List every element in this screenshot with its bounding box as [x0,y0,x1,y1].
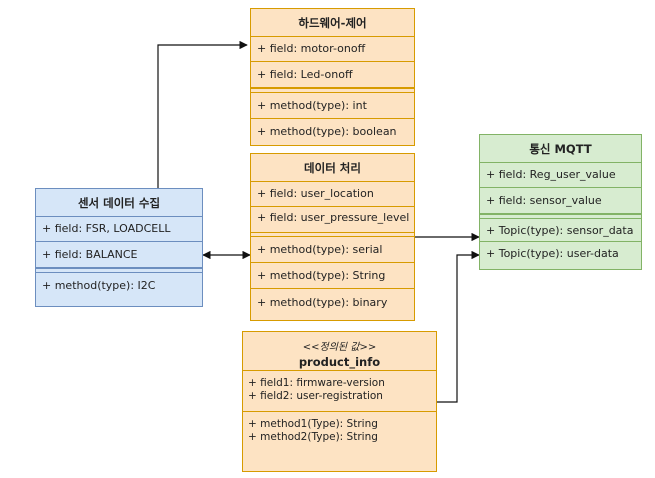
method-row: + method(type): serial [251,237,414,263]
method-row: + method(type): boolean [257,125,397,138]
field-row: + field: user_location [251,181,414,207]
field-row: + field: FSR, LOADCELL [36,216,202,242]
class-title: 데이터 처리 [251,154,414,182]
method-row: + method(type): binary [257,296,388,309]
connector-product-info-to-mqtt [437,250,480,403]
clipped-field-container: + field: user_pressure_level [251,207,414,232]
field-line: + field1: firmware-version [248,377,385,389]
method-row: + method(type): String [251,263,414,289]
class-title: product_info [298,355,381,369]
method-row: + Topic(type): user-data [486,247,619,260]
divider [243,411,436,412]
stereotype-label: <<정의된 값>> [302,342,377,353]
class-title: 하드웨어-제어 [251,9,414,37]
field-row: + field: Reg_user_value [480,162,641,188]
field-row: + field: user_pressure_level [257,211,410,224]
separator [480,214,641,219]
method-line: + method1(Type): String [248,418,378,430]
method-line: + method2(Type): String [248,431,378,443]
field-row: + field: Led-onoff [251,62,414,88]
connector-sensor-to-hardware [157,40,248,188]
separator [36,268,202,273]
class-title: 통신 MQTT [480,135,641,163]
class-sensor-data-collection[interactable]: 센서 데이터 수집 + field: FSR, LOADCELL + field… [35,188,203,307]
separator [251,88,414,93]
class-product-info[interactable]: <<정의된 값>> product_info + field1: firmwar… [242,331,437,472]
class-hardware-control[interactable]: 하드웨어-제어 + field: motor-onoff + field: Le… [250,8,415,146]
divider [243,370,436,371]
class-mqtt[interactable]: 통신 MQTT + field: Reg_user_value + field:… [479,134,642,270]
separator [251,232,414,237]
class-title: 센서 데이터 수집 [36,189,202,217]
field-row: + field: motor-onoff [251,36,414,62]
field-row: + field: sensor_value [480,188,641,214]
field-line: + field2: user-registration [248,390,383,402]
method-row: + Topic(type): sensor_data [480,219,641,242]
class-data-processing[interactable]: 데이터 처리 + field: user_location + field: u… [250,153,415,321]
method-row: + method(type): int [251,93,414,119]
method-row: + method(type): I2C [42,279,156,292]
field-row: + field: BALANCE [36,242,202,268]
